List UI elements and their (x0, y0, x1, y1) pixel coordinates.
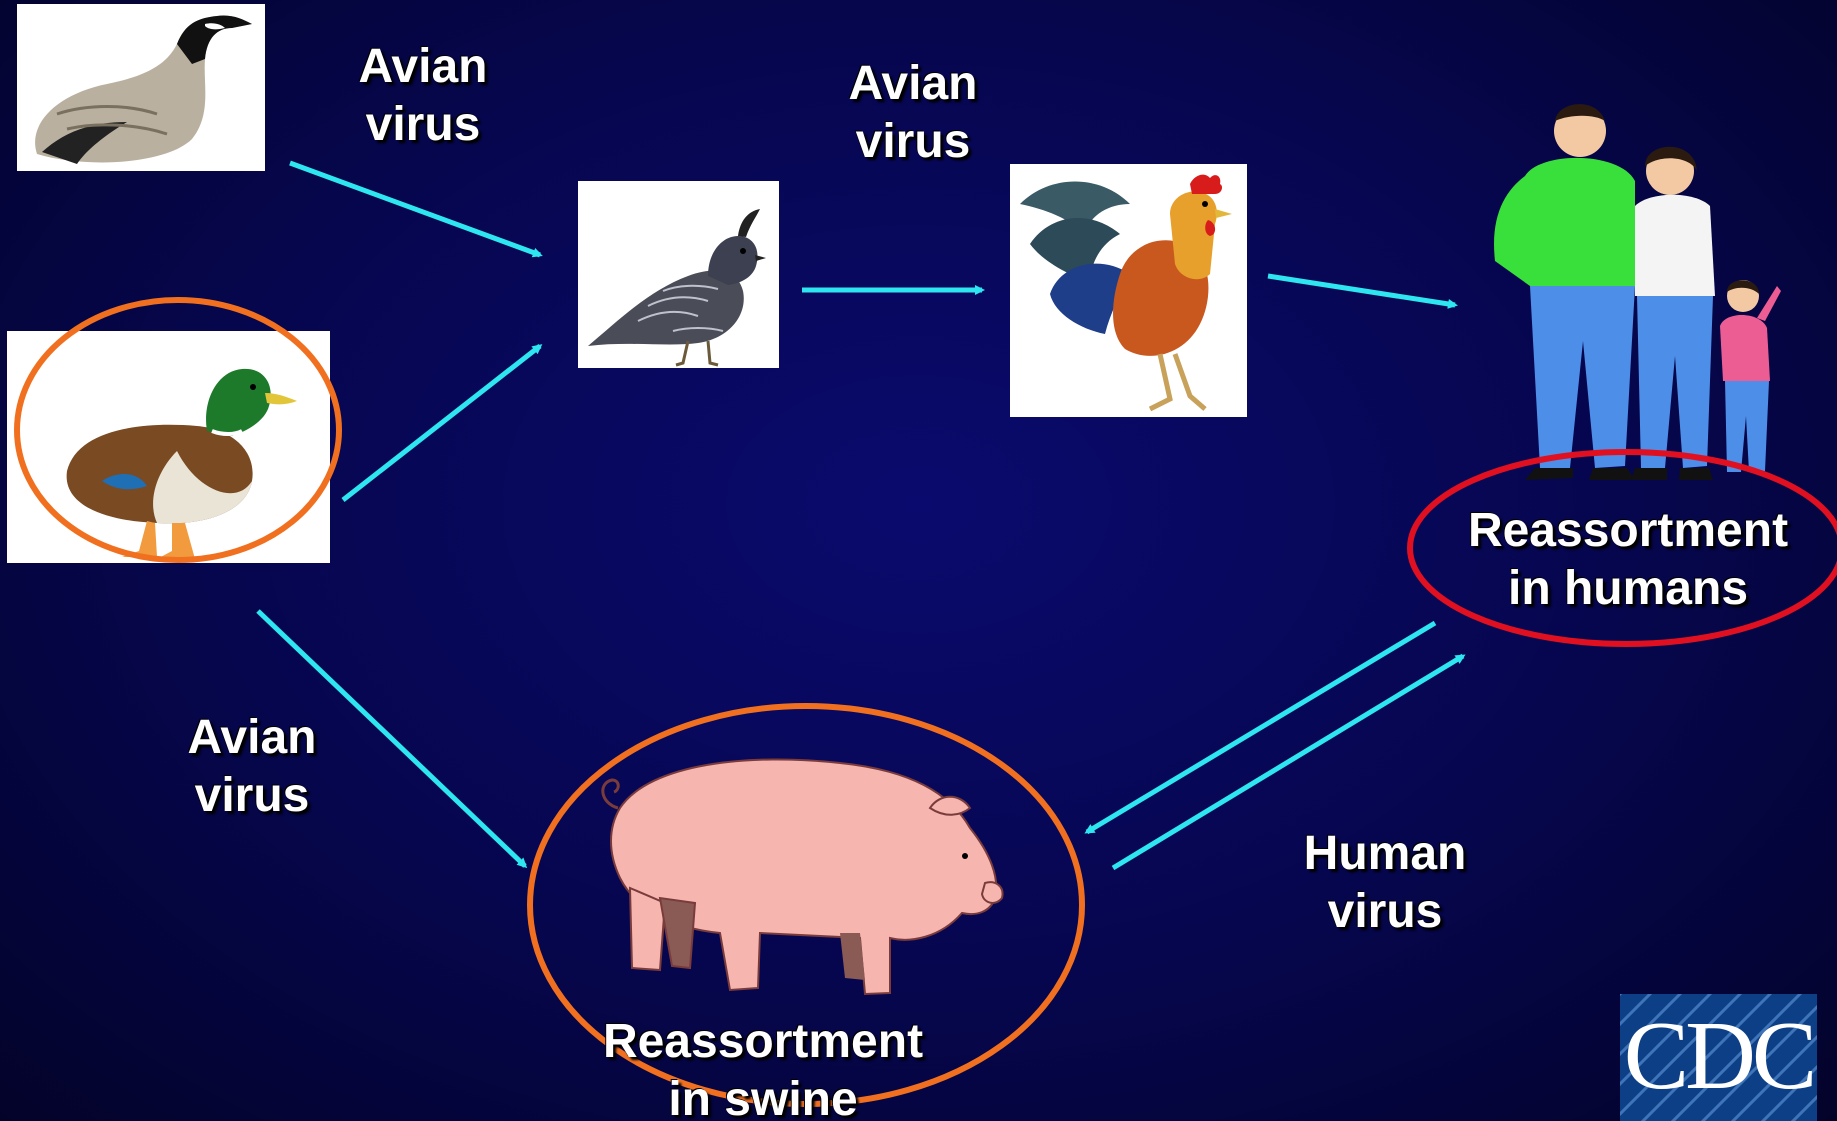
reassortment-humans-label: Reassortment in humans (1445, 502, 1811, 618)
cdc-logo-text: CDC (1620, 1006, 1817, 1106)
cdc-logo: CDC (1620, 994, 1817, 1121)
reassortment-swine-label: Reassortment in swine (580, 1013, 946, 1121)
duck-highlight-ring (17, 300, 339, 560)
avian-virus-label-bottom-left: Avian virus (177, 709, 327, 825)
human-virus-label: Human virus (1280, 825, 1490, 941)
avian-virus-label-top-mid: Avian virus (838, 55, 988, 171)
avian-virus-label-top-left: Avian virus (348, 38, 498, 154)
